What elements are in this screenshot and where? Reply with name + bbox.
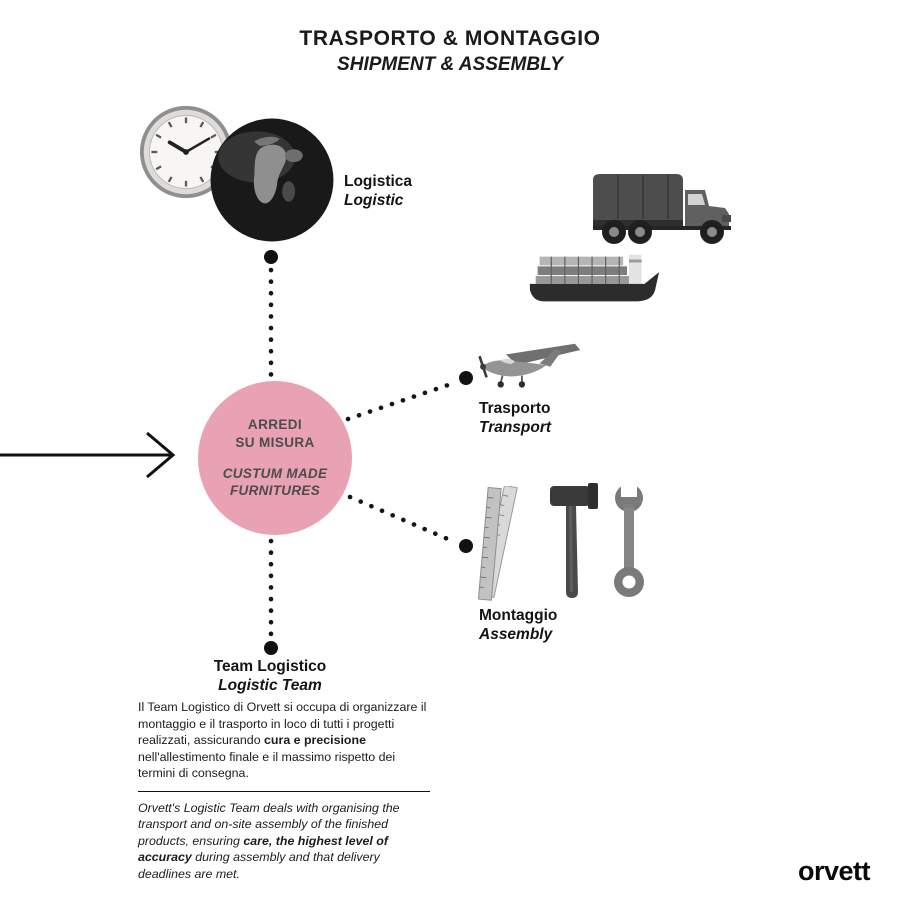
truck-icon [588, 168, 748, 248]
wrench-icon [606, 482, 652, 600]
center-line3: CUSTUM MADE [222, 465, 328, 481]
paragraph-english: Orvett's Logistic Team deals with organi… [138, 800, 430, 883]
globe-icon [208, 116, 336, 244]
description-block: Il Team Logistico di Orvett si occupa di… [138, 699, 430, 882]
center-line4: FURNITURES [230, 483, 320, 499]
label-team-logistico: Team Logistico Logistic Team [160, 657, 380, 696]
label-team-en: Logistic Team [218, 677, 322, 695]
paragraph-italian: Il Team Logistico di Orvett si occupa di… [138, 699, 430, 782]
dot-logistica [264, 250, 278, 264]
center-line2: SU MISURA [235, 434, 315, 450]
title-english: SHIPMENT & ASSEMBLY [337, 54, 563, 75]
paragraph-english-part2: during assembly and that delivery deadli… [138, 850, 380, 881]
label-montaggio-it: Montaggio [479, 607, 558, 624]
label-trasporto: Trasporto Transport [479, 399, 551, 438]
ruler-icon [478, 486, 542, 604]
divider-line [138, 790, 430, 792]
center-line1: ARREDI [247, 417, 303, 433]
arrow-icon [0, 431, 176, 479]
paragraph-italian-part2: nell'allestimento finale e il massimo ri… [138, 749, 396, 781]
paragraph-italian-part1: Il Team Logistico di Orvett si occupa di… [138, 700, 427, 747]
brand-logo: orvett [797, 856, 871, 886]
label-trasporto-it: Trasporto [479, 400, 551, 417]
plane-icon [476, 336, 582, 394]
title-italian: TRASPORTO & MONTAGGIO [299, 27, 601, 50]
hammer-icon [546, 480, 602, 602]
paragraph-english-part1: Orvett's Logistic Team deals with organi… [138, 800, 400, 848]
page-title: TRASPORTO & MONTAGGIO SHIPMENT & ASSEMBL… [0, 27, 900, 76]
connector-circle-tools [347, 494, 453, 543]
label-logistica-en: Logistic [344, 192, 404, 210]
dot-trasporto [459, 371, 473, 385]
ship-icon [526, 246, 662, 310]
label-montaggio: Montaggio Assembly [479, 606, 557, 645]
center-node: ARREDI SU MISURA CUSTUM MADE FURNITURES [198, 381, 352, 535]
label-logistica: Logistica Logistic [344, 172, 412, 211]
label-trasporto-en: Transport [479, 419, 552, 437]
clock-icon [138, 104, 234, 200]
paragraph-italian-bold: cura e precisione [264, 733, 366, 747]
dot-team [264, 641, 278, 655]
label-montaggio-en: Assembly [479, 626, 553, 644]
label-logistica-it: Logistica [344, 173, 413, 190]
label-team-it: Team Logistico [213, 658, 327, 675]
connector-circle-plane [345, 381, 454, 422]
paragraph-english-bold: care, the highest level of accuracy [138, 833, 388, 865]
dot-montaggio [459, 539, 473, 553]
